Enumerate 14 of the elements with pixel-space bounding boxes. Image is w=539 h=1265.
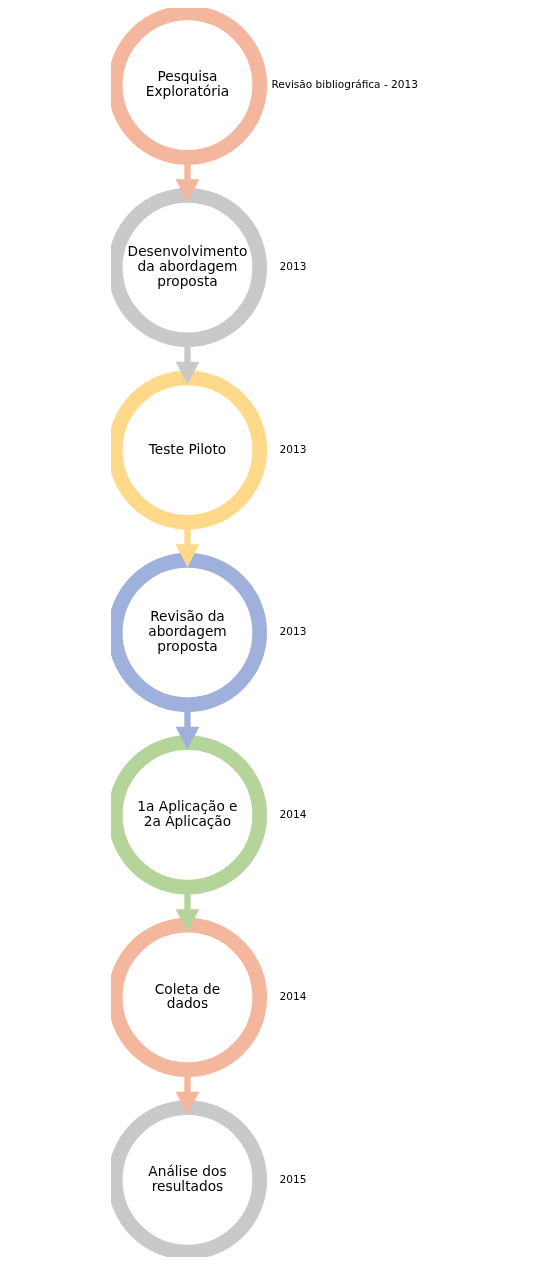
node-circle: Análise dos resultados	[110, 1100, 267, 1257]
node-circle: Teste Piloto	[110, 370, 267, 530]
node-label: 2014	[279, 807, 306, 820]
node-label: Revisão bibliográfica - 2013	[270, 77, 418, 90]
node-label: 2014	[279, 990, 306, 1003]
node-circle: Pesquisa Exploratória	[110, 8, 267, 165]
node-circle: 1a Aplicação e 2a Aplicação	[110, 735, 267, 895]
node-circle: Coleta de dados	[110, 917, 267, 1078]
node-circle: Revisão da abordagem proposta	[110, 552, 267, 713]
node-circle: Desenvolvimento da abordagem proposta	[110, 187, 267, 348]
node-label: 2013	[279, 625, 306, 638]
node-label: 2013	[279, 260, 306, 273]
node-label: 2013	[279, 442, 306, 455]
node-label: 2015	[279, 1172, 306, 1185]
